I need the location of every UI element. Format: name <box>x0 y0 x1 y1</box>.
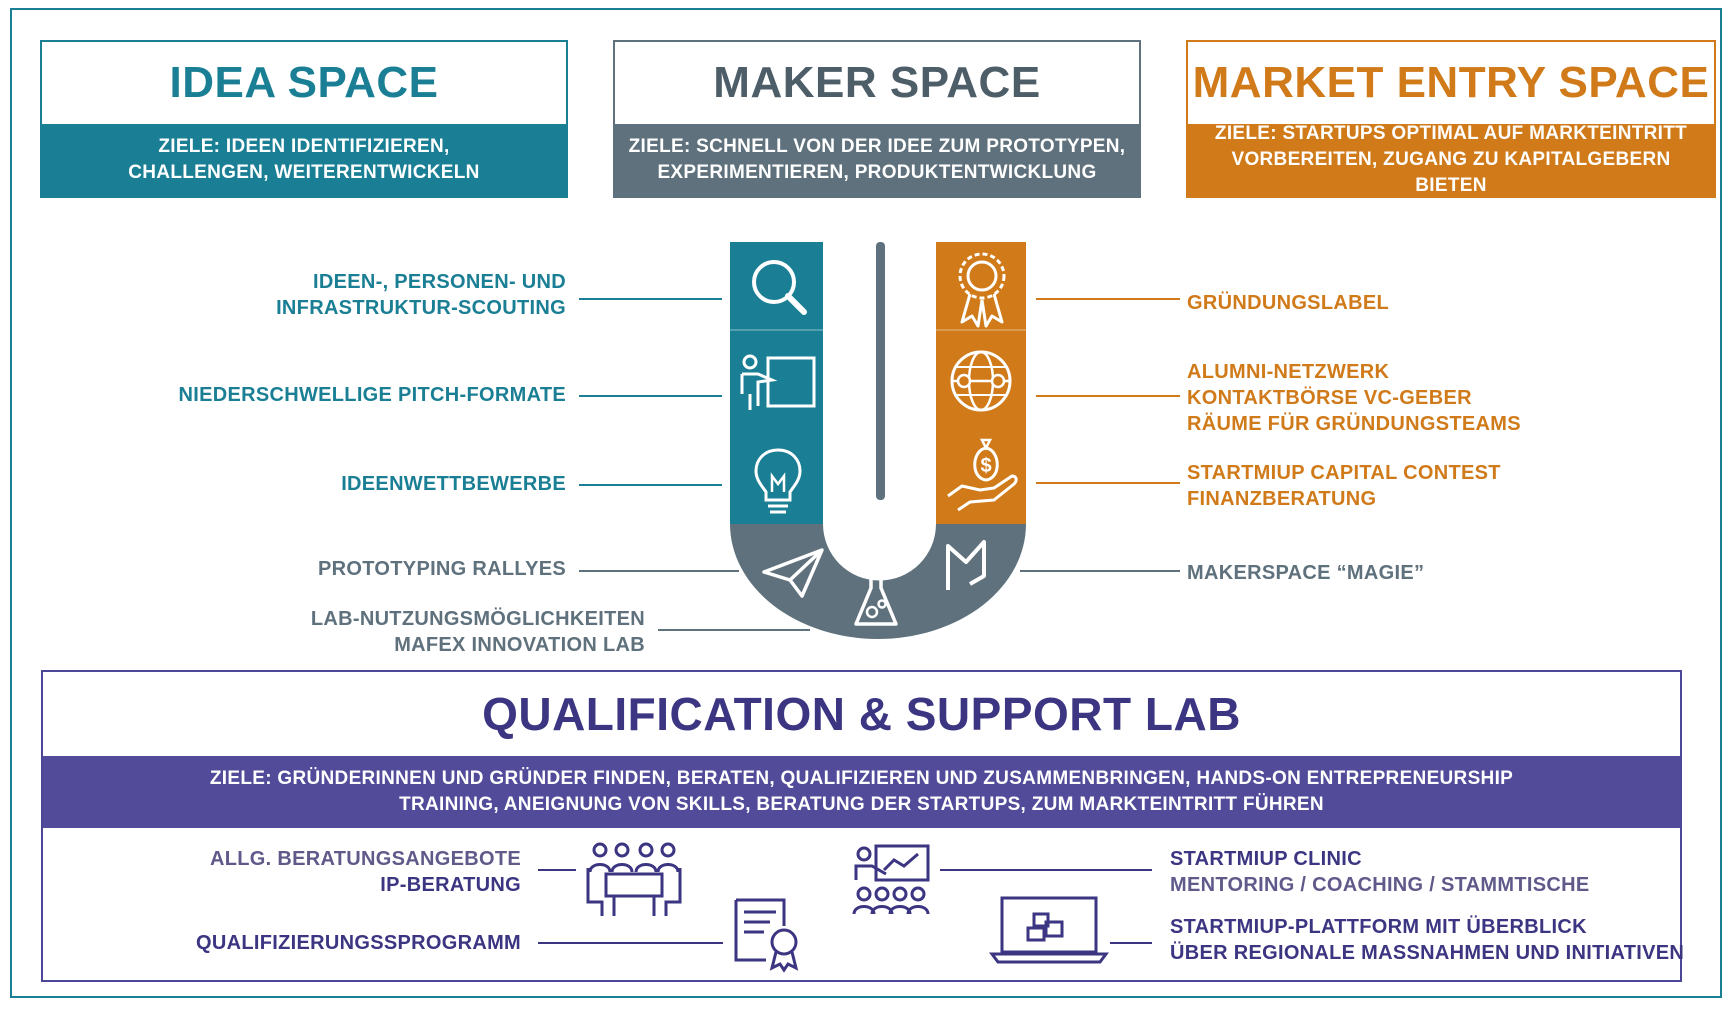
lab-line2: MAFEX INNOVATION LAB <box>394 634 645 656</box>
qs-goal-line1: ZIELE: GRÜNDERINNEN UND GRÜNDER FINDEN, … <box>209 768 1514 789</box>
idea-goal-line2: CHALLENGEN, WEITERENTWICKELN <box>128 162 480 183</box>
rallyes-label: PROTOTYPING RALLYES <box>318 558 566 580</box>
program-label: QUALIFIZIERUNGSSPROGRAMM <box>196 932 521 954</box>
clinic-text: STARTMIUP CLINIC <box>1170 848 1362 870</box>
paper-plane-icon <box>762 548 824 598</box>
magic-connector <box>1020 570 1180 572</box>
maker-goal-line1: ZIELE: SCHNELL VON DER IDEE ZUM PROTOTYP… <box>628 136 1126 157</box>
qualification-lab-box: QUALIFICATION & SUPPORT LAB ZIELE: GRÜND… <box>41 670 1682 982</box>
pitch-connector <box>579 395 722 397</box>
market-space-goal: ZIELE: STARTUPS OPTIMAL AUF MARKTEINTRIT… <box>1188 123 1714 196</box>
qualification-lab-goal: ZIELE: GRÜNDERINNEN UND GRÜNDER FINDEN, … <box>43 756 1680 828</box>
vc-text: KONTAKTBÖRSE VC-GEBER <box>1187 387 1472 409</box>
alumni-text: ALUMNI-NETZWERK <box>1187 361 1390 383</box>
scouting-label: IDEEN-, PERSONEN- UND INFRASTRUKTUR-SCOUT… <box>276 269 566 321</box>
platform-line1: STARTMIUP-PLATTFORM MIT ÜBERBLICK <box>1170 916 1587 938</box>
network-connector <box>1036 395 1180 397</box>
network-label: ALUMNI-NETZWERK KONTAKTBÖRSE VC-GEBER RÄ… <box>1187 359 1521 437</box>
advice-connector <box>538 869 576 871</box>
platform-connector <box>1110 942 1152 944</box>
rooms-text: RÄUME FÜR GRÜNDUNGSTEAMS <box>1187 413 1521 435</box>
idea-space-goal: ZIELE: IDEEN IDENTIFIZIEREN, CHALLENGEN, … <box>42 124 566 196</box>
lightbulb-icon <box>754 448 802 514</box>
scouting-line1: IDEEN-, PERSONEN- UND <box>313 271 566 293</box>
market-space-title: MARKET ENTRY SPACE <box>1188 42 1714 124</box>
idea-goal-line1: ZIELE: IDEEN IDENTIFIZIEREN, <box>158 136 450 157</box>
certificate-icon <box>734 898 799 973</box>
market-goal-line2: VORBEREITEN, ZUGANG ZU KAPITALGEBERN BIE… <box>1231 149 1671 196</box>
flask-icon <box>854 568 898 626</box>
scouting-line2: INFRASTRUKTUR-SCOUTING <box>276 297 566 319</box>
globe-network-icon <box>950 350 1012 412</box>
qs-goal-line2: TRAINING, ANEIGNUNG VON SKILLS, BERATUNG… <box>399 794 1324 815</box>
presenter-icon <box>740 354 816 410</box>
mentoring-text: MENTORING / COACHING / STAMMTISCHE <box>1170 874 1590 896</box>
u-bottom-arc <box>730 524 1026 639</box>
pitch-label: NIEDERSCHWELLIGE PITCH-FORMATE <box>178 384 566 406</box>
workshop-icon <box>852 844 930 915</box>
u-center-bar <box>876 242 885 500</box>
platform-label: STARTMIUP-PLATTFORM MIT ÜBERBLICK ÜBER R… <box>1170 914 1684 966</box>
magic-label: MAKERSPACE “MAGIE” <box>1187 562 1425 584</box>
svg-text:$: $ <box>980 455 991 477</box>
rallyes-connector <box>579 570 739 572</box>
gruendungslabel-connector <box>1036 298 1180 300</box>
contests-label: IDEENWETTBEWERBE <box>341 473 566 495</box>
maker-goal-line2: EXPERIMENTIEREN, PRODUKTENTWICKLUNG <box>657 162 1097 183</box>
advice-text: ALLG. BERATUNGSANGEBOTE <box>210 848 521 870</box>
market-goal-line1: ZIELE: STARTUPS OPTIMAL AUF MARKTEINTRIT… <box>1214 123 1688 144</box>
idea-space-box: IDEA SPACE ZIELE: IDEEN IDENTIFIZIEREN, C… <box>40 40 568 198</box>
program-connector <box>538 942 723 944</box>
market-space-box: MARKET ENTRY SPACE ZIELE: STARTUPS OPTIM… <box>1186 40 1716 198</box>
meeting-icon <box>586 842 682 916</box>
lab-line1: LAB-NUTZUNGSMÖGLICHKEITEN <box>310 608 645 630</box>
finance-text: FINANZBERATUNG <box>1187 488 1377 510</box>
qualification-lab-title: QUALIFICATION & SUPPORT LAB <box>482 688 1241 740</box>
capital-connector <box>1036 482 1180 484</box>
ip-text: IP-BERATUNG <box>380 874 521 896</box>
u-left-arm <box>730 242 823 524</box>
contests-connector <box>579 484 722 486</box>
maker-logo-icon <box>946 540 986 590</box>
maker-space-title: MAKER SPACE <box>615 42 1139 124</box>
money-hand-icon: $ <box>947 438 1018 512</box>
magnifier-icon <box>752 260 807 315</box>
clinic-connector <box>940 869 1152 871</box>
platform-line2: ÜBER REGIONALE MASSNAHMEN UND INITIATIVE… <box>1170 942 1685 964</box>
outer-frame <box>10 8 1722 998</box>
lab-connector <box>658 629 810 631</box>
capital-label: STARTMIUP CAPITAL CONTEST FINANZBERATUNG <box>1187 460 1501 512</box>
capital-contest-text: STARTMIUP CAPITAL CONTEST <box>1187 462 1501 484</box>
scouting-connector <box>579 298 722 300</box>
maker-space-box: MAKER SPACE ZIELE: SCHNELL VON DER IDEE … <box>613 40 1141 198</box>
idea-space-title: IDEA SPACE <box>42 42 566 124</box>
gruendungslabel-label: GRÜNDUNGSLABEL <box>1187 292 1389 314</box>
laptop-platform-icon <box>989 896 1109 964</box>
award-icon <box>958 252 1006 328</box>
lab-label: LAB-NUTZUNGSMÖGLICHKEITEN MAFEX INNOVATIO… <box>311 606 645 658</box>
clinic-label: STARTMIUP CLINIC MENTORING / COACHING / … <box>1170 846 1589 898</box>
advice-label: ALLG. BERATUNGSANGEBOTE IP-BERATUNG <box>210 846 521 898</box>
maker-space-goal: ZIELE: SCHNELL VON DER IDEE ZUM PROTOTYP… <box>615 124 1139 196</box>
